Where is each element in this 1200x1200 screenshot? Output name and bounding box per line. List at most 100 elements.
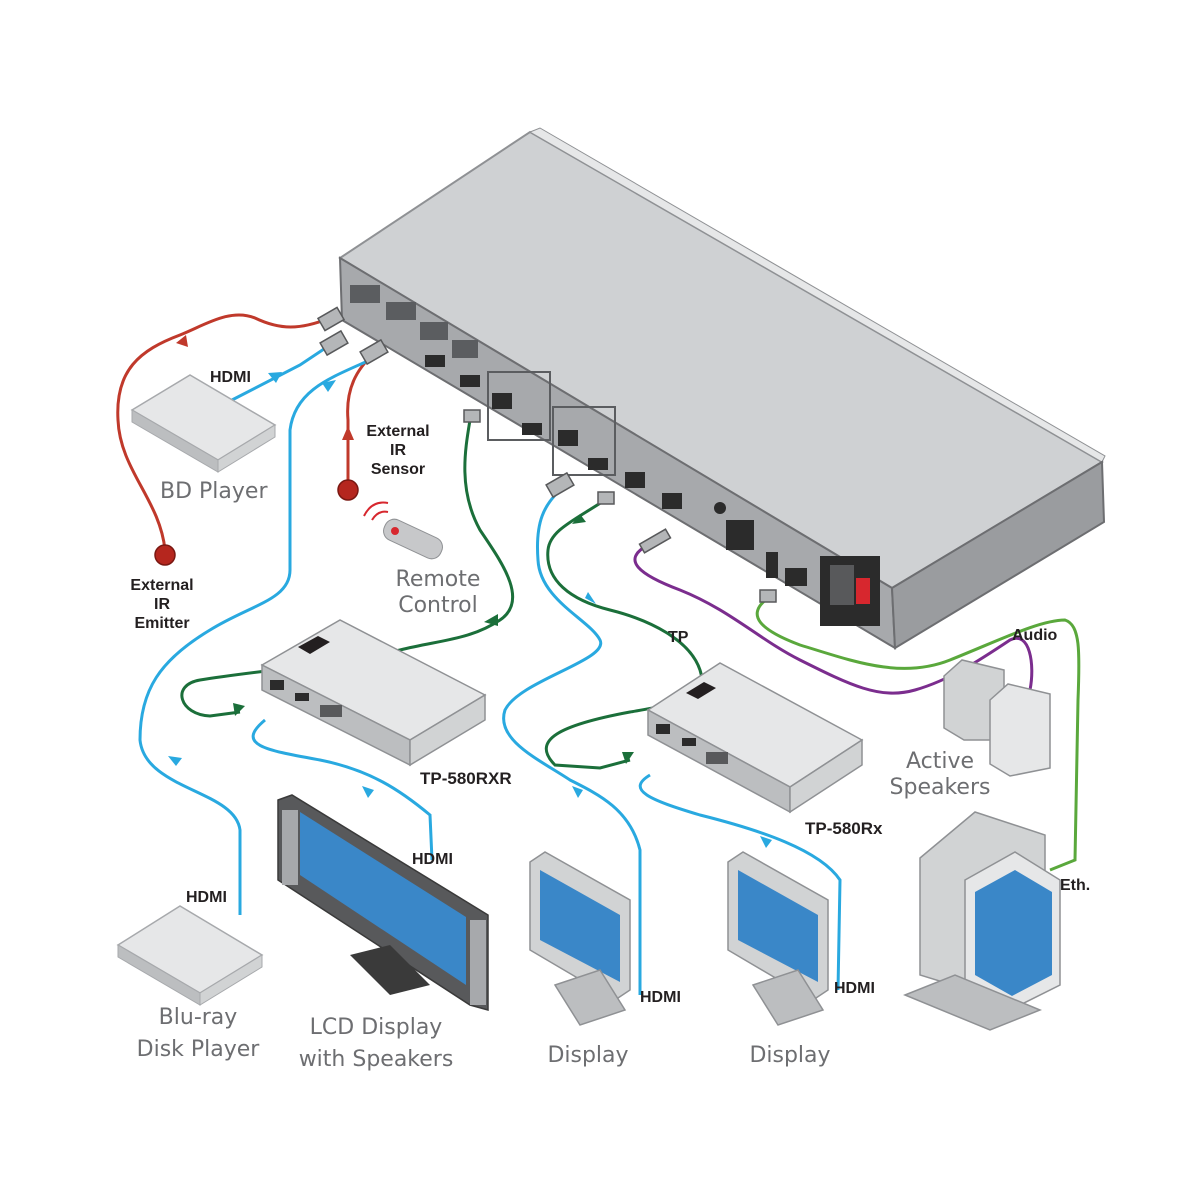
ir-signal-icon <box>371 510 389 521</box>
display2-screen <box>738 870 818 982</box>
ethernet-port <box>625 472 645 488</box>
remote-control <box>363 501 443 560</box>
label-hdmi-lcd: HDMI <box>412 851 453 868</box>
ethernet-cable <box>755 596 1081 872</box>
rj45-connector <box>597 491 615 505</box>
label-ext-ir-sensor-3: Sensor <box>371 461 425 478</box>
computer-screen <box>975 870 1052 996</box>
label-lcd-1: LCD Display <box>310 1015 443 1040</box>
label-hdmi-bd: HDMI <box>210 369 251 386</box>
arrow-icon <box>342 426 354 440</box>
audio-connector <box>638 528 672 554</box>
bd-player-side <box>217 424 276 473</box>
rx-side <box>789 738 863 814</box>
lcd-stand <box>350 945 430 995</box>
rj45-connector <box>759 589 777 603</box>
label-lcd-2: with Speakers <box>299 1047 454 1072</box>
hdmi-connector <box>545 471 575 499</box>
label-bluray-1: Blu-ray <box>159 1005 238 1030</box>
lcd-speaker-left <box>282 810 298 885</box>
display1-screen <box>540 870 620 982</box>
power-socket-inner <box>830 565 854 605</box>
active-speakers <box>943 659 1051 777</box>
tp580rx-receiver <box>646 662 864 814</box>
output-port-group <box>552 406 616 476</box>
usb-port <box>766 552 778 578</box>
audio-out-jack <box>714 502 726 514</box>
hdmi-input-port <box>425 355 445 367</box>
remote-body <box>383 518 443 560</box>
hdmi-connector <box>316 306 346 332</box>
rxr-side <box>409 693 486 767</box>
terminal-block <box>726 520 754 550</box>
ir-emitter-icon <box>154 544 176 566</box>
bd-player <box>130 374 277 473</box>
label-hdmi-bluray: HDMI <box>186 889 227 906</box>
label-tp: TP <box>668 629 689 646</box>
lan-port <box>785 568 807 586</box>
output-port-group <box>487 371 551 441</box>
rxr-port <box>295 693 309 701</box>
tp-cable-rx <box>544 498 704 770</box>
label-remote-control-1: Remote <box>396 567 481 592</box>
label-tp580rxr: TP-580RXR <box>420 769 512 788</box>
label-ext-ir-emitter-1: External <box>130 577 193 594</box>
speaker-right <box>989 683 1051 777</box>
tp580rxr-receiver <box>260 619 487 767</box>
hdmi-output-port <box>588 458 608 470</box>
label-hdmi-display1: HDMI <box>640 989 681 1006</box>
tp-output-port <box>558 430 578 446</box>
ir-signal-icon <box>363 501 389 517</box>
arrow-icon <box>622 752 634 764</box>
label-eth: Eth. <box>1060 877 1090 894</box>
arrow-icon <box>233 703 245 716</box>
remote-button-icon <box>391 527 399 535</box>
bluray-side <box>199 954 263 1006</box>
label-display2: Display <box>749 1043 830 1068</box>
hdmi-connector <box>319 329 349 357</box>
tp-cable-rxr <box>180 419 515 718</box>
display2-stand <box>751 969 825 1026</box>
rx-port <box>656 724 670 734</box>
label-tp580rx: TP-580Rx <box>805 819 883 838</box>
switcher-top-edge <box>528 127 1106 463</box>
display-1 <box>529 851 631 1026</box>
label-remote-control-2: Control <box>398 593 478 618</box>
kramer-logo-icon <box>686 682 716 699</box>
lcd-display <box>277 794 489 1011</box>
audio-jack-group <box>452 340 478 358</box>
audio-jack-group <box>420 322 448 340</box>
arrow-icon <box>572 514 586 524</box>
ir-emitter-cable <box>116 313 331 551</box>
ir-sensor-icon <box>337 479 359 501</box>
display1-stand <box>553 969 627 1026</box>
rxr-port <box>270 680 284 690</box>
label-ext-ir-sensor-1: External <box>366 423 429 440</box>
hdmi-input-port <box>460 375 480 387</box>
ethernet-port <box>662 493 682 509</box>
arrow-icon <box>362 786 374 798</box>
display1-hdmi-cable <box>502 488 642 995</box>
lcd-speaker-right <box>470 920 486 1005</box>
arrow-icon <box>268 372 282 383</box>
power-switch <box>856 578 870 604</box>
rx-serial-port <box>706 752 728 764</box>
arrow-icon <box>585 592 596 604</box>
label-ext-ir-emitter-2: IR <box>154 596 170 613</box>
rj45-connector <box>463 409 481 423</box>
lcd-hdmi-cable <box>251 718 434 861</box>
main-switcher-unit <box>338 127 1106 650</box>
lcd-screen <box>300 812 466 985</box>
hdmi-output-port <box>522 423 542 435</box>
bd-player-hdmi-cable <box>231 343 331 402</box>
switcher-side-panel <box>890 460 1106 650</box>
bluray-player <box>116 905 264 1006</box>
arrow-icon <box>572 786 583 798</box>
label-active-speakers-2: Speakers <box>890 775 991 800</box>
kramer-logo-icon <box>298 636 330 654</box>
arrow-icon <box>168 756 182 766</box>
label-bluray-2: Disk Player <box>137 1037 261 1062</box>
rx-port <box>682 738 696 746</box>
